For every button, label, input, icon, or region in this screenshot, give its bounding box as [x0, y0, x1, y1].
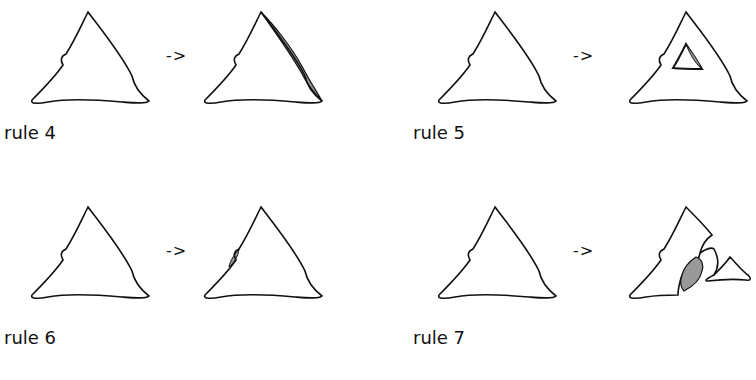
- arrow-symbol: ->: [573, 48, 594, 64]
- arrow-symbol: ->: [573, 243, 594, 259]
- rule-label: rule 6: [4, 329, 56, 347]
- triangle-shape: [630, 12, 747, 103]
- triangle-shape: [439, 207, 556, 298]
- triangle-shape: [32, 12, 149, 103]
- triangle-shape: [205, 207, 322, 298]
- triangle-shape: [32, 207, 149, 298]
- split-triangle-shape: [630, 207, 750, 298]
- rule-label: rule 5: [413, 124, 465, 142]
- arrow-symbol: ->: [166, 48, 187, 64]
- rule-label: rule 7: [413, 329, 465, 347]
- rule-label: rule 4: [4, 124, 56, 142]
- arrow-symbol: ->: [166, 243, 187, 259]
- triangle-shape: [205, 12, 322, 103]
- triangle-shape: [439, 12, 556, 103]
